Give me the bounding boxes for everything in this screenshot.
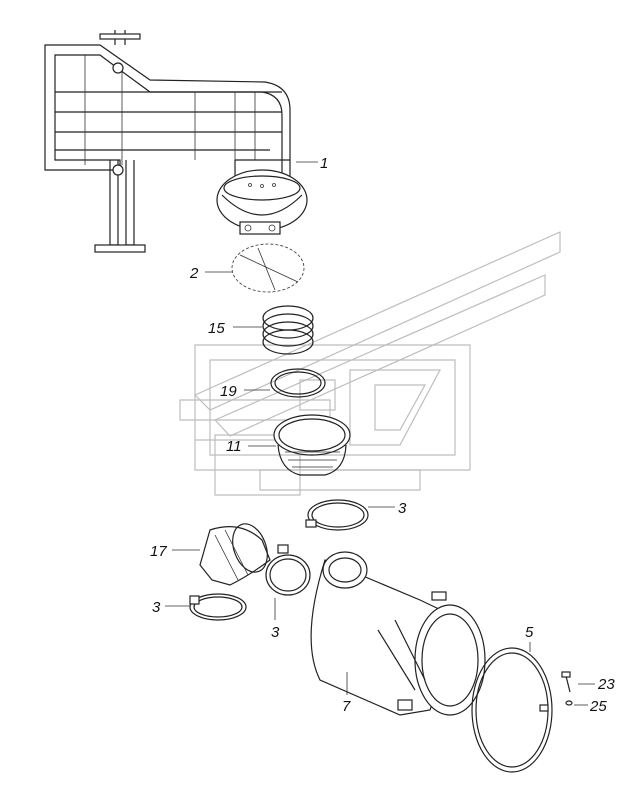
bolt	[561, 671, 571, 693]
callout-3-upper: 3	[398, 500, 407, 517]
callout-7: 7	[342, 698, 351, 715]
callout-3-left: 3	[152, 599, 161, 616]
cover-ring	[471, 647, 553, 773]
filter-housing	[310, 551, 486, 716]
callout-2: 2	[189, 265, 199, 282]
callout-15: 15	[208, 320, 225, 337]
bracket-frame	[44, 30, 291, 253]
seal-ring	[270, 368, 326, 398]
corrugated-hose	[262, 305, 314, 355]
intake-hood	[216, 169, 308, 235]
mesh-gasket	[231, 243, 305, 293]
callout-19: 19	[220, 383, 237, 400]
callout-17: 17	[150, 543, 167, 560]
rubber-sleeve	[273, 414, 351, 476]
hose-clamp-lower	[189, 593, 247, 621]
washer	[565, 700, 573, 706]
callout-3-middle: 3	[271, 624, 280, 641]
watermark-logo	[179, 231, 561, 496]
callout-23: 23	[597, 676, 615, 693]
callout-11: 11	[226, 438, 242, 455]
hose-clamp-upper	[305, 499, 369, 531]
callout-5: 5	[525, 624, 534, 641]
elbow-pipe	[199, 523, 271, 586]
callout-1: 1	[320, 155, 328, 172]
leader-lines	[165, 161, 595, 706]
hose-clamp-middle	[265, 544, 311, 596]
callout-25: 25	[589, 698, 607, 715]
